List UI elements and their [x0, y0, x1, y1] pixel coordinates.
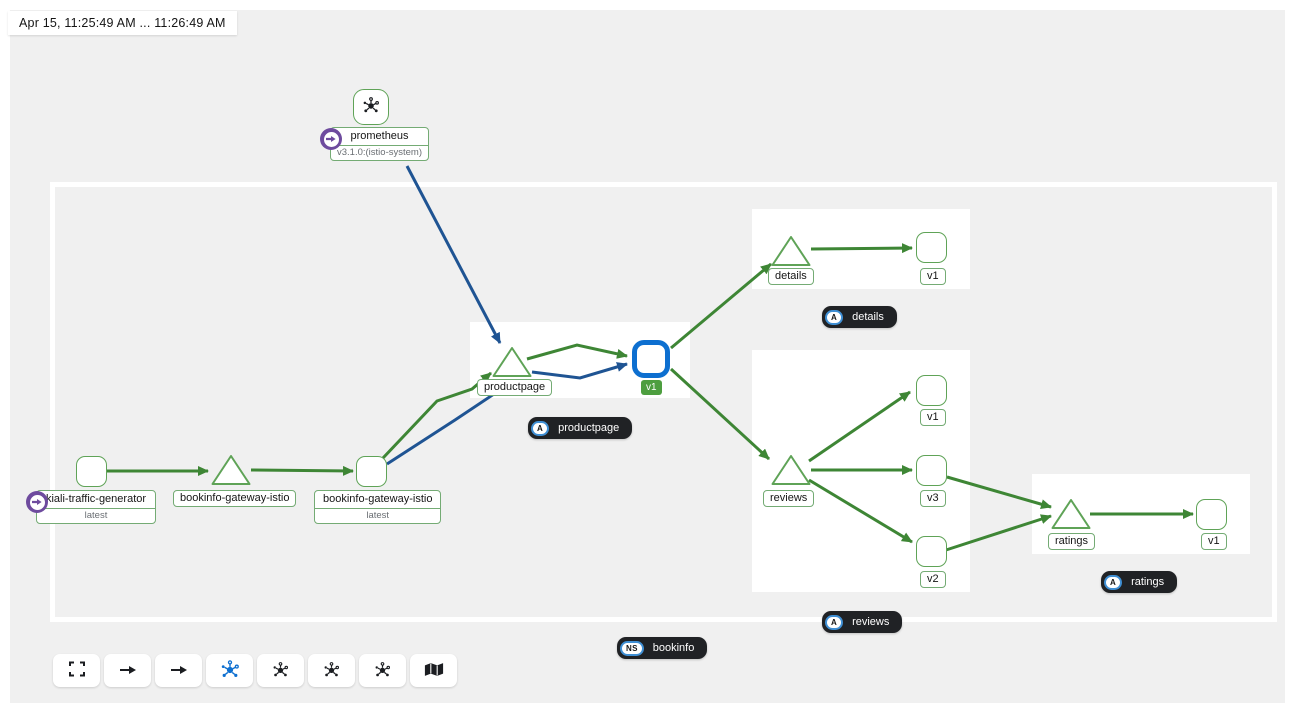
node-details-service[interactable]: [769, 233, 813, 269]
gateway-workload-version: latest: [315, 508, 441, 523]
app-badge-label: details: [852, 311, 884, 323]
gateway-workload-name: bookinfo-gateway-istio: [323, 493, 433, 505]
edge-display-button-2[interactable]: [155, 654, 202, 687]
map-icon: [424, 662, 444, 680]
root-badge-icon: [26, 491, 48, 513]
node-traffic-generator[interactable]: [76, 456, 107, 487]
node-label-reviews-v3[interactable]: v3: [920, 490, 946, 507]
prometheus-name: prometheus: [350, 130, 409, 142]
node-label-details[interactable]: details: [768, 268, 814, 285]
expand-icon: [68, 661, 85, 680]
graph-canvas[interactable]: prometheus v3.1.0:(istio-system) kiali-t…: [10, 10, 1285, 703]
node-reviews-v2[interactable]: [916, 536, 947, 567]
fit-to-screen-button[interactable]: [53, 654, 100, 687]
node-label-traffic-generator[interactable]: kiali-traffic-generator latest: [26, 490, 156, 524]
node-reviews-service[interactable]: [769, 452, 813, 488]
node-label-gateway-workload[interactable]: bookinfo-gateway-istio latest: [314, 490, 442, 524]
app-badge-label: ratings: [1131, 576, 1165, 588]
arrow-right-icon: [170, 663, 188, 678]
legend-button[interactable]: [410, 654, 457, 687]
node-gateway-workload[interactable]: [356, 456, 387, 487]
app-badge-details[interactable]: A details: [822, 306, 897, 328]
root-badge-icon: [320, 128, 342, 150]
topology-icon: [272, 661, 289, 681]
namespace-badge-label: bookinfo: [652, 642, 695, 654]
namespace-box-bookinfo[interactable]: [50, 182, 1277, 622]
namespace-kind-icon: NS: [620, 640, 644, 656]
node-label-prometheus[interactable]: prometheus v3.1.0:(istio-system): [320, 127, 429, 161]
app-badge-label: productpage: [558, 422, 620, 434]
node-label-ratings[interactable]: ratings: [1048, 533, 1096, 550]
node-productpage-service[interactable]: [490, 344, 534, 380]
layout-button-2[interactable]: [257, 654, 304, 687]
layout-button-3[interactable]: [308, 654, 355, 687]
node-label-reviews-v1[interactable]: v1: [920, 409, 946, 426]
node-productpage-v1-selected[interactable]: [632, 340, 670, 378]
node-reviews-v1[interactable]: [916, 375, 947, 406]
badge-productpage-v1[interactable]: v1: [641, 380, 662, 395]
node-label-details-v1[interactable]: v1: [920, 268, 946, 285]
node-label-reviews-v2[interactable]: v2: [920, 571, 946, 588]
node-label-productpage[interactable]: productpage: [477, 379, 553, 396]
node-label-gateway-service[interactable]: bookinfo-gateway-istio: [173, 490, 297, 507]
app-kind-icon: A: [531, 420, 550, 436]
app-kind-icon: A: [1104, 574, 1123, 590]
node-details-v1[interactable]: [916, 232, 947, 263]
app-badge-label: reviews: [852, 616, 890, 628]
app-kind-icon: A: [825, 614, 844, 630]
arrow-right-icon: [119, 663, 137, 678]
mesh-icon: [362, 96, 380, 119]
layout-button-1-active[interactable]: [206, 654, 253, 687]
node-label-reviews[interactable]: reviews: [763, 490, 815, 507]
namespace-badge-bookinfo[interactable]: NS bookinfo: [617, 637, 708, 659]
node-ratings-v1[interactable]: [1196, 499, 1227, 530]
topology-icon: [323, 661, 340, 681]
topology-icon: [220, 659, 240, 682]
node-label-ratings-v1[interactable]: v1: [1201, 533, 1227, 550]
node-reviews-v3[interactable]: [916, 455, 947, 486]
graph-toolbar: [53, 654, 457, 687]
traffic-generator-name: kiali-traffic-generator: [45, 493, 147, 505]
edge-display-button-1[interactable]: [104, 654, 151, 687]
app-badge-productpage[interactable]: A productpage: [528, 417, 633, 439]
app-kind-icon: A: [825, 309, 844, 325]
topology-icon: [374, 661, 391, 681]
traffic-generator-version: latest: [37, 508, 155, 523]
app-badge-ratings[interactable]: A ratings: [1101, 571, 1178, 593]
node-gateway-service[interactable]: [209, 452, 253, 488]
namespace-layout-button[interactable]: [359, 654, 406, 687]
prometheus-version: v3.1.0:(istio-system): [331, 145, 428, 160]
app-badge-reviews[interactable]: A reviews: [822, 611, 903, 633]
time-range-label: Apr 15, 11:25:49 AM ... 11:26:49 AM: [8, 11, 237, 35]
node-ratings-service[interactable]: [1049, 496, 1093, 532]
node-prometheus[interactable]: [353, 89, 389, 125]
